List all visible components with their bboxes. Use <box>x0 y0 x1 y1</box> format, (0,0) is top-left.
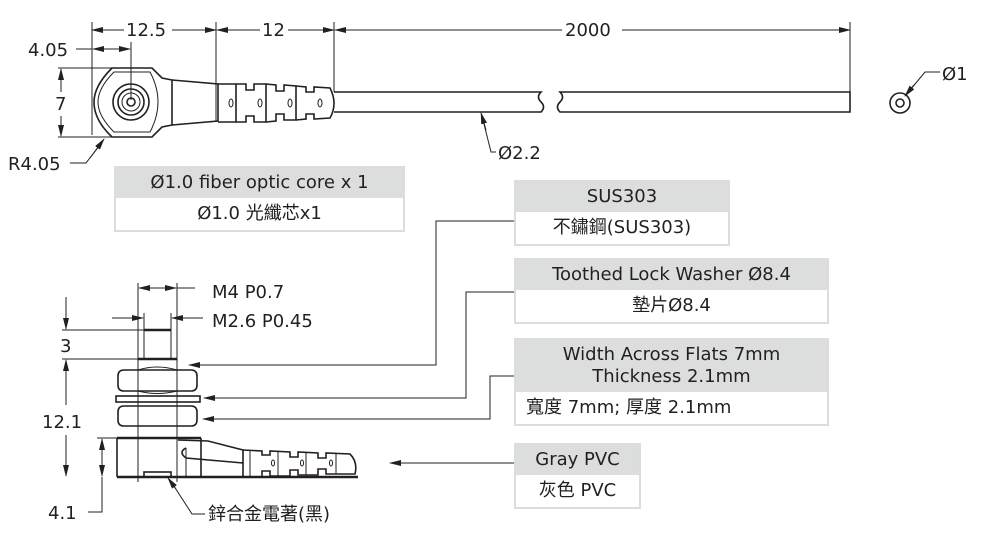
callout-material-zh: 不鏽鋼(SUS303) <box>516 212 728 244</box>
callout-washer-zh: 墊片Ø8.4 <box>516 290 827 322</box>
callout-cable-en: Gray PVC <box>516 445 639 475</box>
callout-material: SUS303 不鏽鋼(SUS303) <box>514 180 730 246</box>
dim-center-offset: 4.05 <box>28 40 68 61</box>
dim-cable-length: 2000 <box>565 20 611 41</box>
dim-base-height: 4.1 <box>48 503 77 524</box>
callout-cable-zh: 灰色 PVC <box>516 475 639 507</box>
dim-head-length: 12.5 <box>126 20 166 41</box>
dim-thread-outer: M4 P0.7 <box>212 282 284 303</box>
dim-tip-height: 3 <box>60 336 71 357</box>
callout-washer-en: Toothed Lock Washer Ø8.4 <box>516 260 827 290</box>
callout-nut-en: Width Across Flats 7mm Thickness 2.1mm <box>516 340 827 392</box>
dim-body-height: 12.1 <box>42 412 82 433</box>
callout-nut-zh: 寬度 7mm; 厚度 2.1mm <box>516 392 827 424</box>
callout-fiber-core: Ø1.0 fiber optic core x 1 Ø1.0 光纖芯x1 <box>114 166 405 232</box>
dim-core-diameter: Ø1 <box>942 64 968 85</box>
dim-head-radius: R4.05 <box>8 154 61 175</box>
callout-fiber-core-en: Ø1.0 fiber optic core x 1 <box>116 168 403 198</box>
dim-boot-length: 12 <box>262 20 285 41</box>
side-view: M4 P0.7 M2.6 P0.45 3 12.1 <box>42 220 514 525</box>
callout-cable: Gray PVC 灰色 PVC <box>514 443 641 509</box>
dim-head-height: 7 <box>55 94 66 115</box>
base-material-label: 鋅合金電著(黑) <box>208 504 330 525</box>
callout-washer: Toothed Lock Washer Ø8.4 墊片Ø8.4 <box>514 258 829 324</box>
dim-cable-diameter: Ø2.2 <box>498 143 541 164</box>
callout-fiber-core-zh: Ø1.0 光纖芯x1 <box>116 198 403 230</box>
callout-material-en: SUS303 <box>516 182 728 212</box>
callout-nut: Width Across Flats 7mm Thickness 2.1mm 寬… <box>514 338 829 426</box>
dim-thread-inner: M2.6 P0.45 <box>212 311 313 332</box>
top-view: 12.5 12 2000 4.05 7 R4.05 <box>8 20 968 175</box>
